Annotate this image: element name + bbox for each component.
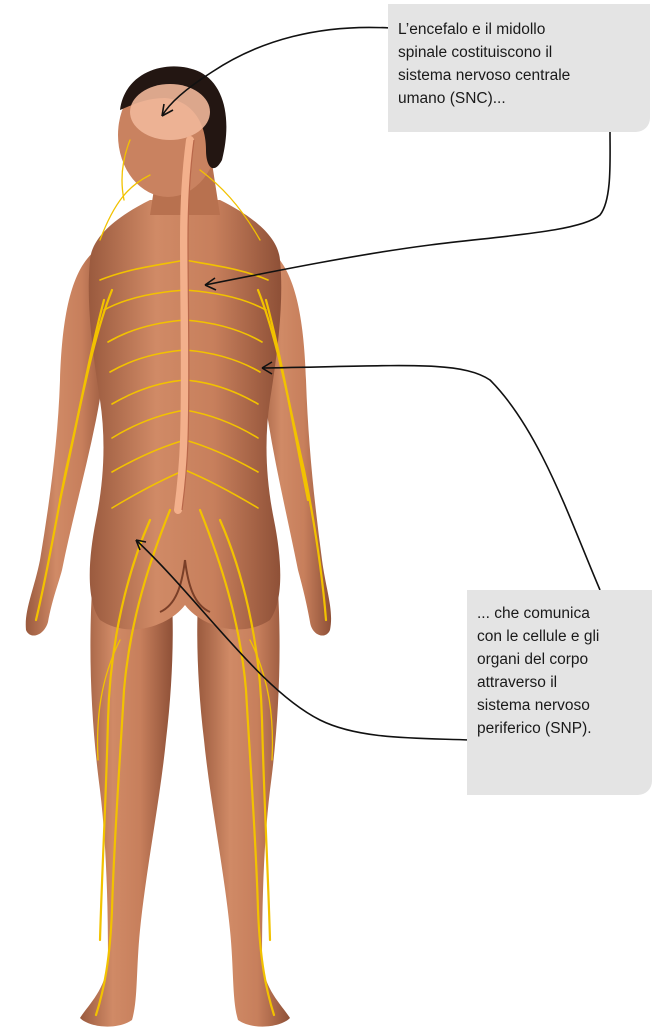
human-body-back-view xyxy=(26,66,331,1026)
callout-central-nervous-system: L’encefalo e il midollo spinale costitui… xyxy=(388,4,650,132)
callout-pns-text: ... che comunica con le cellule e gli or… xyxy=(477,602,644,740)
callout-peripheral-nervous-system: ... che comunica con le cellule e gli or… xyxy=(467,590,652,795)
callout-cns-text: L’encefalo e il midollo spinale costitui… xyxy=(398,18,638,110)
left-leg xyxy=(80,590,173,1027)
